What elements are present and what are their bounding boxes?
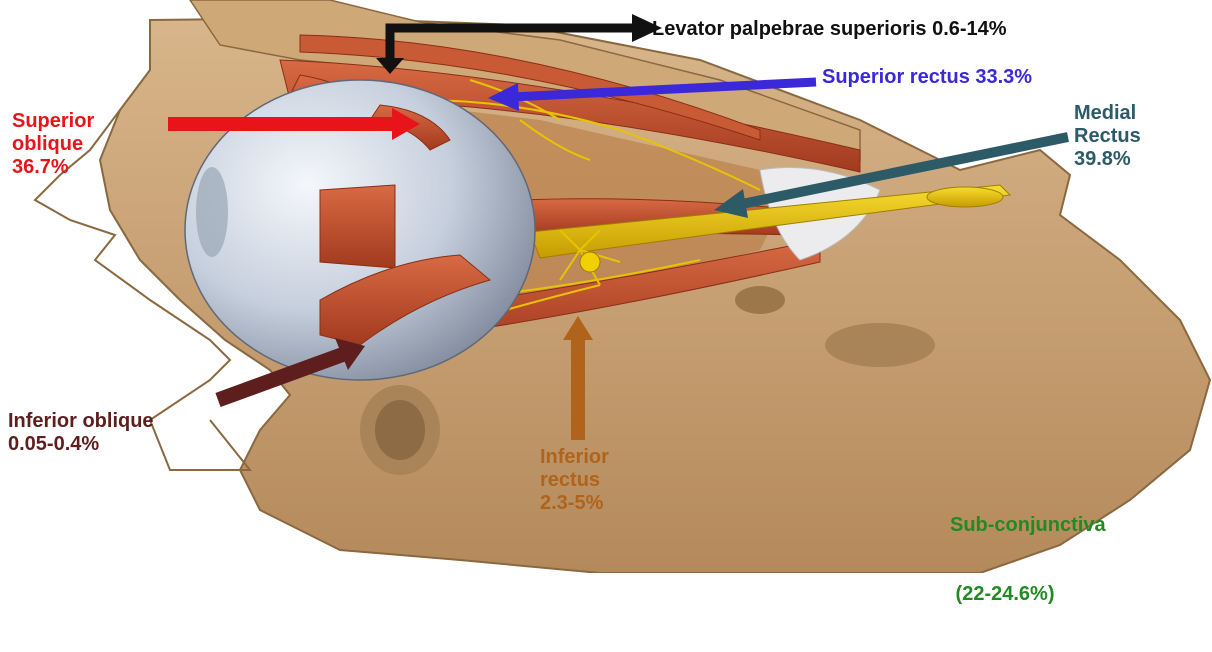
sub-conjunctiva-label: Sub-conjunctiva (22-24.6%) [950,468,1106,652]
superior-rectus-label: Superior rectus 33.3% [822,66,1032,89]
lateral-rectus-insertion [320,185,395,268]
orbit-diagram: Levator palpebrae superioris 0.6-14% Sup… [0,0,1212,573]
inferior-rectus-label: Inferior rectus 2.3-5% [540,446,609,515]
superior-oblique-label-line: Superior [12,110,94,133]
superior-oblique-label: Superior oblique 36.7% [12,110,94,179]
inferior-oblique-label-line: 0.05-0.4% [8,433,154,456]
superior-oblique-label-line: oblique [12,133,94,156]
levator-label: Levator palpebrae superioris 0.6-14% [652,18,1007,41]
inferior-oblique-label: Inferior oblique 0.05-0.4% [8,410,154,456]
medial-rectus-label-line: Rectus [1074,125,1141,148]
ciliary-ganglion [580,252,600,272]
bone-cavity [825,323,935,367]
medial-rectus-label: Medial Rectus 39.8% [1074,102,1141,171]
inferior-rectus-label-line: Inferior [540,446,609,469]
sub-conjunctiva-label-line: Sub-conjunctiva [950,514,1106,537]
optic-nerve-end [927,187,1003,207]
bone-cavity [735,286,785,314]
bone-cavity-inner [375,400,425,460]
sub-conjunctiva-label-line: (22-24.6%) [950,583,1106,606]
medial-rectus-label-line: 39.8% [1074,148,1141,171]
inferior-oblique-label-line: Inferior oblique [8,410,154,433]
cornea [196,167,228,257]
inferior-rectus-label-line: rectus [540,469,609,492]
inferior-rectus-label-line: 2.3-5% [540,492,609,515]
superior-oblique-label-line: 36.7% [12,156,94,179]
medial-rectus-label-line: Medial [1074,102,1141,125]
